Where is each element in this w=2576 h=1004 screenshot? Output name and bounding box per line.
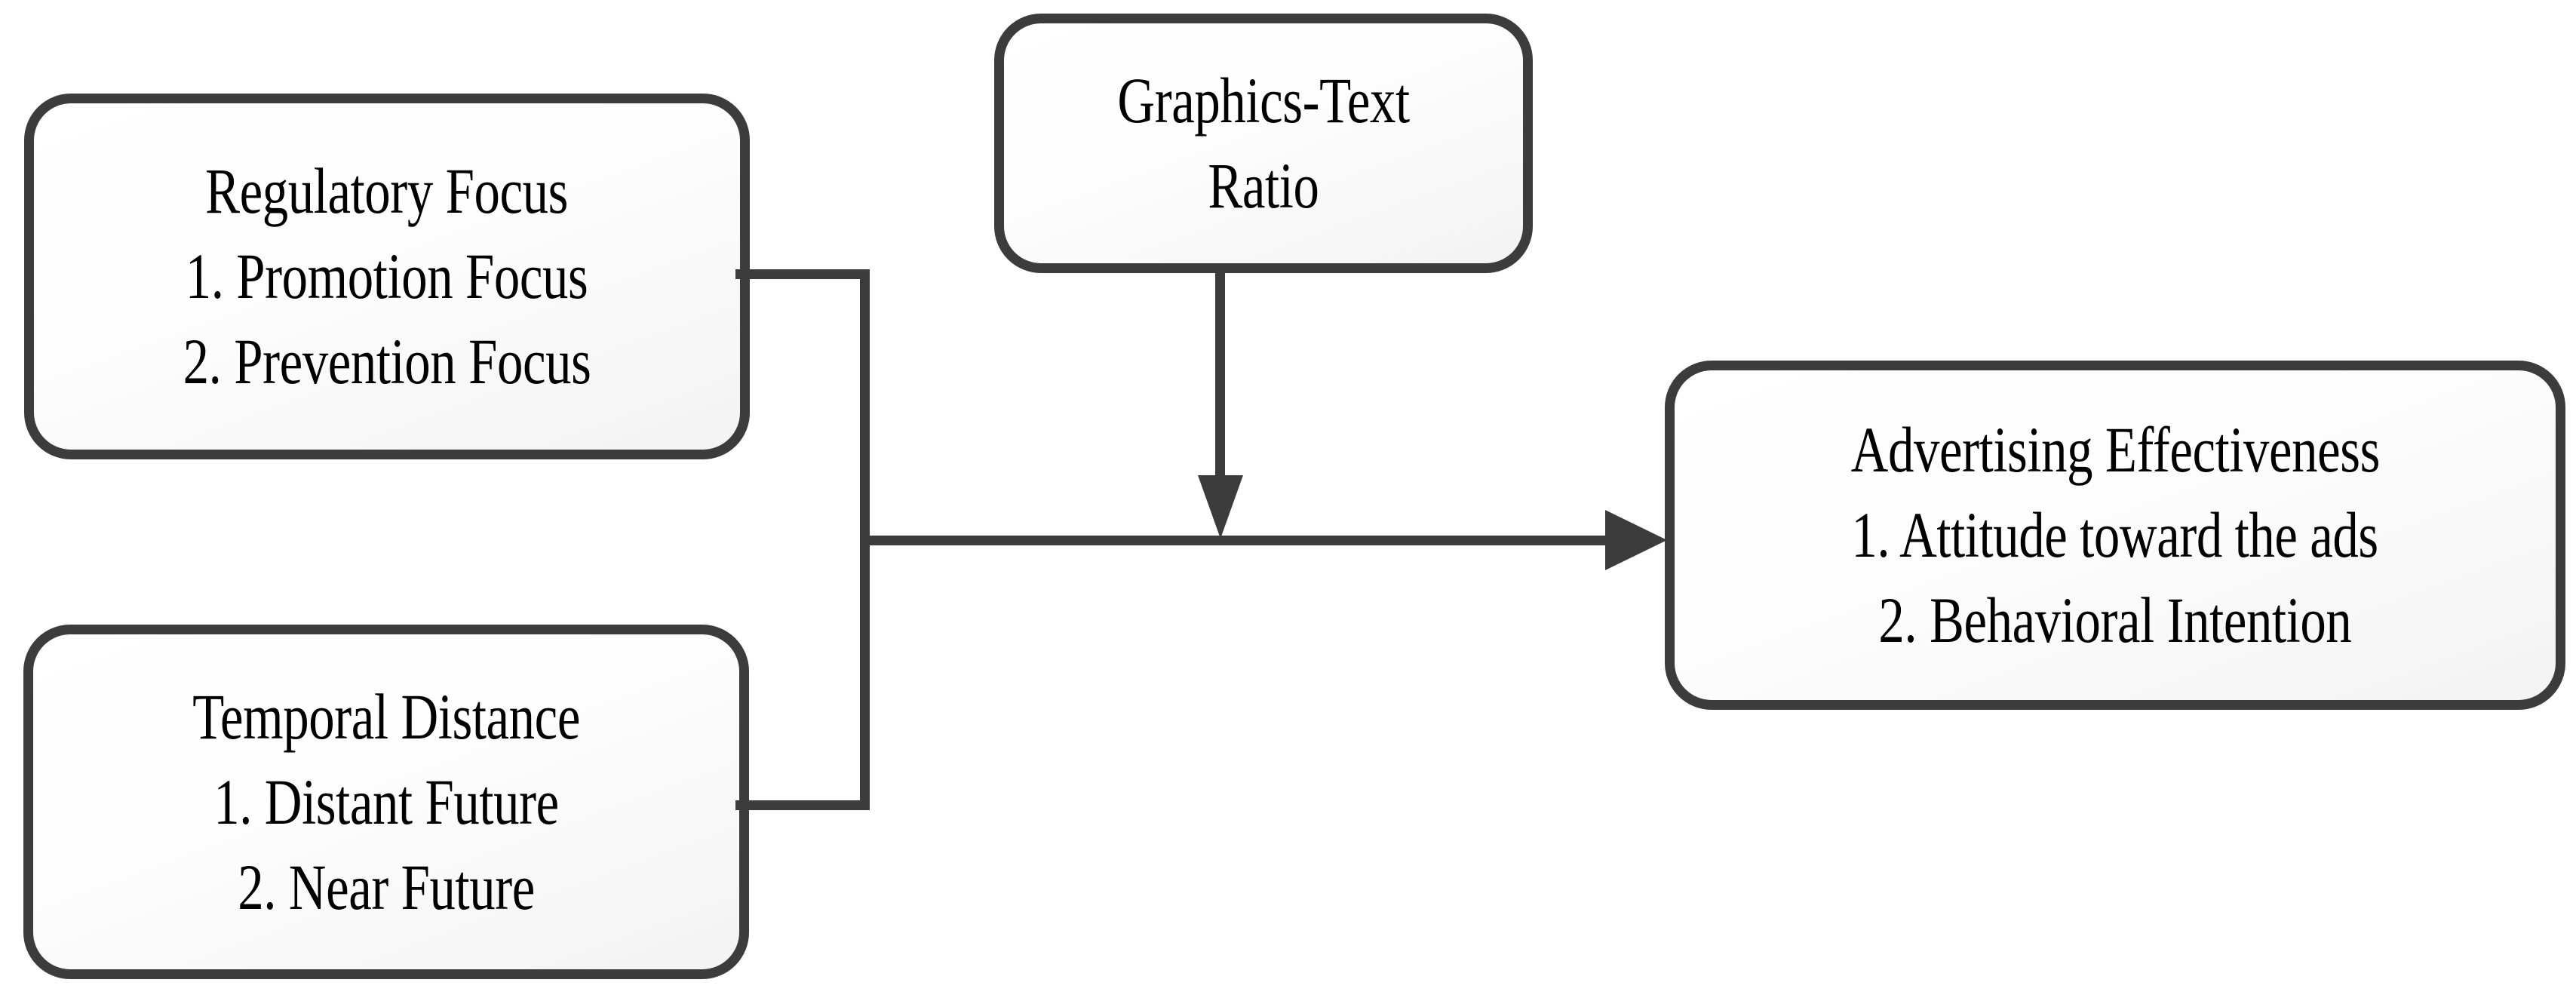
- node-advertising-effectiveness[interactable]: Advertising Effectiveness 1. Attitude to…: [1665, 361, 2565, 710]
- node-graphics-text-ratio-title: Graphics-Text: [1117, 64, 1410, 137]
- node-temporal-distance-title: Temporal Distance: [192, 680, 580, 753]
- node-graphics-text-ratio-title-line2: Ratio: [1208, 149, 1319, 222]
- node-advertising-effectiveness-item-1: 1. Attitude toward the ads: [1851, 499, 2379, 571]
- node-regulatory-focus-item-2: 2. Prevention Focus: [183, 325, 591, 398]
- node-regulatory-focus-item-1: 1. Promotion Focus: [186, 240, 588, 312]
- node-temporal-distance-item-1: 1. Distant Future: [213, 765, 559, 838]
- node-regulatory-focus-title: Regulatory Focus: [205, 155, 569, 227]
- edge-main-path-shaft: [860, 536, 1614, 545]
- edge-regulatory-focus-stub: [735, 269, 870, 279]
- arrowhead-down-icon: [1198, 475, 1243, 539]
- node-temporal-distance[interactable]: Temporal Distance 1. Distant Future 2. N…: [23, 625, 749, 979]
- arrowhead-right-icon: [1605, 510, 1667, 570]
- edge-temporal-distance-stub: [735, 800, 870, 810]
- node-graphics-text-ratio[interactable]: Graphics-Text Ratio: [994, 14, 1533, 273]
- edge-moderator-shaft: [1215, 269, 1225, 478]
- node-regulatory-focus[interactable]: Regulatory Focus 1. Promotion Focus 2. P…: [24, 94, 750, 459]
- node-advertising-effectiveness-title: Advertising Effectiveness: [1850, 413, 2380, 486]
- node-temporal-distance-item-2: 2. Near Future: [238, 850, 535, 923]
- node-advertising-effectiveness-item-2: 2. Behavioral Intention: [1878, 584, 2352, 656]
